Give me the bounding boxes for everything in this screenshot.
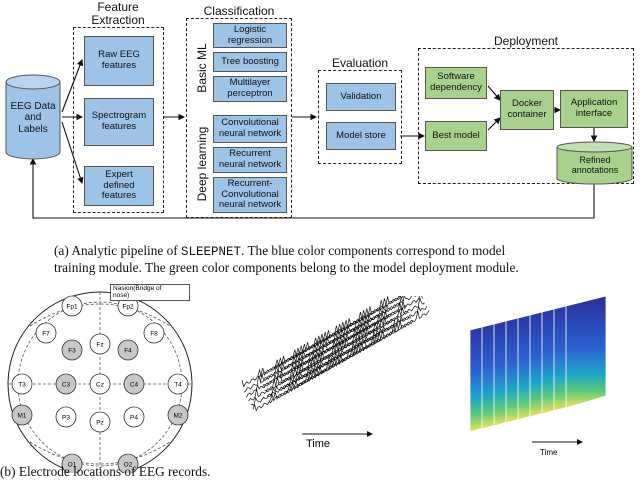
eeg-waveform-stack [241, 296, 430, 437]
electrode-label-f3: F3 [68, 348, 76, 355]
model-store-box: Model store [326, 122, 396, 150]
caption-a-prefix: (a) Analytic pipeline of [54, 243, 182, 258]
electrode-f3 [61, 339, 83, 361]
electrode-fz [89, 333, 111, 355]
electrode-label-fp1: Fp1 [66, 304, 78, 311]
time-label-spectrogram: Time [540, 448, 558, 457]
electrode-label-o2: O2 [124, 462, 133, 469]
caption-a-line2: training module. The green color compone… [54, 260, 519, 275]
waveform-panel [353, 296, 430, 350]
electrode-label-c4: C4 [130, 382, 139, 389]
spectrogram-panel [565, 295, 607, 409]
electrode-label-cz: Cz [96, 382, 104, 389]
pipeline-connectors [29, 58, 598, 219]
evaluation-title: Evaluation [331, 56, 389, 70]
spectrogram-features-box: Spectrogram features [84, 98, 154, 146]
electrode-label-t3: T3 [18, 382, 26, 389]
electrode-cz [89, 373, 111, 395]
caption-a-rest: . The blue color components correspond t… [241, 243, 506, 258]
docker-container-box: Docker container [500, 90, 554, 130]
electrode-label-p4: P4 [130, 415, 138, 422]
electrode-f8 [143, 322, 165, 344]
electrode-label-o1: O1 [68, 462, 77, 469]
electrode-label-m2: M2 [173, 413, 182, 420]
refined-annotations-cylinder [556, 141, 633, 185]
time-label-waveform: Time [306, 438, 331, 450]
feature-extraction-title: Feature Extraction [91, 0, 145, 27]
mlp-box: Multilayer perceptron [213, 76, 287, 102]
arrow-to-expert [61, 121, 84, 185]
software-dependency-box: Software dependency [425, 67, 487, 99]
evaluation-group [318, 70, 402, 164]
arrow-to-raw [61, 58, 84, 113]
electrode-p4 [123, 406, 145, 428]
application-interface-box: Application interface [560, 90, 628, 128]
caption-a-name: SLEEPNET [181, 245, 242, 259]
logistic-regression-box: Logistic regression [213, 23, 287, 48]
best-model-box: Best model [425, 121, 487, 151]
electrode-f4 [117, 339, 139, 361]
classification-title: Classification [203, 4, 275, 18]
waveform-panel [241, 348, 318, 412]
electrode-f7 [35, 322, 57, 344]
cnn-box: Convolutional neural network [213, 115, 287, 143]
refined-annotations-label: Refined annotations [571, 154, 619, 175]
electrode-p3 [55, 406, 77, 428]
electrode-m1 [11, 404, 33, 426]
expert-features-box: Expert defined features [84, 166, 154, 206]
rcnn-box: Recurrent- Convolutional neural network [213, 177, 287, 213]
raw-eeg-features-box: Raw EEG features [84, 36, 154, 86]
electrode-c3 [55, 373, 77, 395]
electrode-o2 [117, 453, 139, 473]
arrow-best-docker [487, 117, 501, 131]
rnn-box: Recurrent neural network [213, 147, 287, 173]
deep-learning-label: Deep learning [195, 126, 209, 202]
basic-ml-label: Basic ML [195, 43, 209, 93]
validation-box: Validation [326, 83, 396, 111]
electrode-label-f8: F8 [150, 331, 158, 338]
electrode-label-f7: F7 [42, 331, 50, 338]
electrode-fp1 [61, 295, 83, 317]
electrode-label-fp2: Fp2 [122, 304, 134, 311]
electrode-m2 [167, 404, 189, 426]
feedback-loop [29, 157, 595, 219]
eeg-data-cylinder [5, 74, 61, 160]
deployment-group [418, 48, 634, 184]
electrode-o1 [61, 453, 83, 473]
electrode-label-pz: Pz [96, 420, 104, 427]
deployment-title: Deployment [493, 34, 559, 48]
electrode-pz [89, 411, 111, 433]
electrode-label-f4: F4 [124, 348, 132, 355]
electrode-t3 [11, 373, 33, 395]
electrode-label-c3: C3 [62, 382, 71, 389]
electrode-c4 [123, 373, 145, 395]
arrow-sw-docker [487, 85, 501, 101]
spectrogram-stack [469, 295, 607, 445]
feature-extraction-group [73, 27, 164, 213]
electrode-label-p3: P3 [62, 415, 70, 422]
electrode-label-t4: T4 [174, 382, 182, 389]
tree-boosting-box: Tree boosting [213, 52, 287, 72]
eeg-data-label: EEG Data and Labels [10, 101, 56, 135]
nasion-label-box: Nasion(Bridge of nose) [110, 284, 190, 301]
electrode-label-fz: Fz [96, 342, 103, 349]
caption-a: (a) Analytic pipeline of SLEEPNET. The b… [54, 243, 640, 261]
electrode-label-m1: M1 [17, 413, 26, 420]
classification-group [186, 18, 292, 218]
electrode-t4 [167, 373, 189, 395]
caption-b: (b) Electrode locations of EEG records. [0, 464, 211, 479]
